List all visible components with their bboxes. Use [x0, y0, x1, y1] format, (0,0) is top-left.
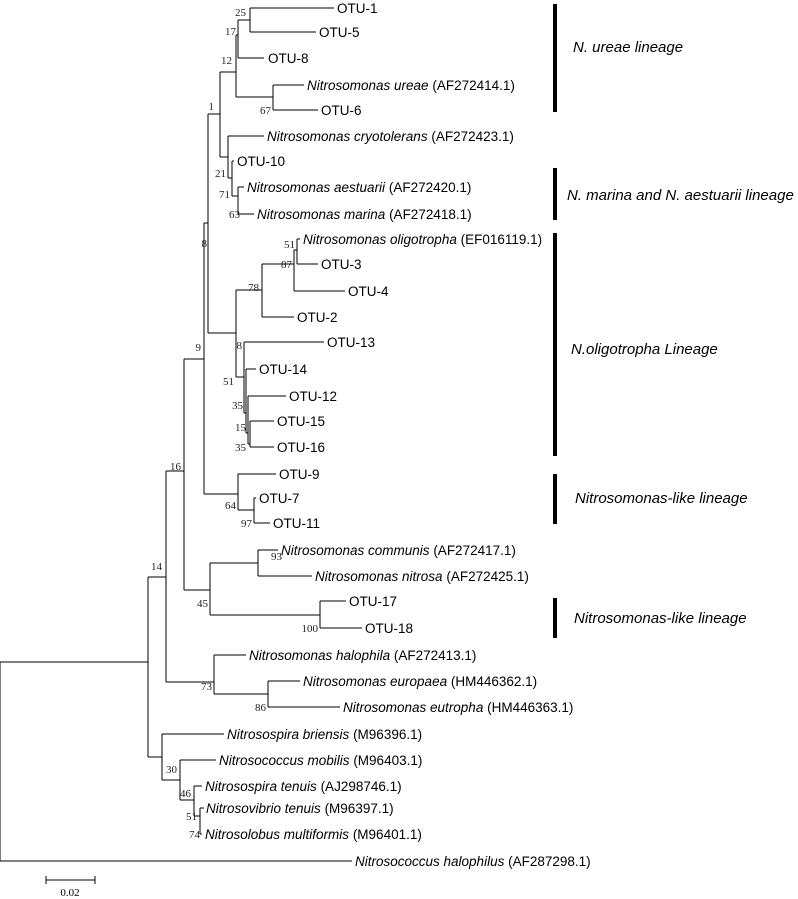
taxon-label: OTU-10	[237, 154, 285, 169]
bootstrap-value: 35	[232, 400, 244, 412]
taxon-label: Nitrosococcus halophilus (AF287298.1)	[355, 854, 591, 869]
bootstrap-value: 87	[281, 259, 293, 271]
taxon-label: OTU-15	[277, 414, 325, 429]
bootstrap-value: 73	[201, 681, 213, 693]
taxon-label: OTU-1	[337, 1, 378, 16]
taxon-label: OTU-16	[277, 440, 325, 455]
taxon-label: Nitrosomonas marina (AF272418.1)	[257, 207, 472, 222]
bootstrap-value: 51	[186, 811, 197, 823]
lineage-brackets: N. ureae lineage N. marina and N. aestua…	[553, 4, 794, 638]
bootstrap-value: 30	[166, 764, 178, 776]
taxon-label: OTU-9	[279, 467, 320, 482]
taxon-label: Nitrosomonas halophila (AF272413.1)	[249, 648, 476, 663]
bootstrap-value: 16	[170, 461, 182, 473]
scale-bar: 0.02	[45, 876, 96, 899]
bootstrap-value: 14	[151, 561, 163, 573]
taxon-label: Nitrosomonas communis (AF272417.1)	[281, 543, 516, 558]
bootstrap-value: 64	[225, 500, 237, 512]
taxon-label: Nitrosococcus mobilis (M96403.1)	[219, 753, 422, 768]
taxon-label: OTU-2	[297, 310, 338, 325]
bootstrap-value: 12	[221, 55, 232, 67]
taxon-label: Nitrosolobus multiformis (M96401.1)	[205, 827, 422, 842]
bootstrap-value: 45	[197, 598, 209, 610]
taxon-labels: OTU-1 OTU-5 OTU-8 Nitrosomonas ureae (AF…	[205, 1, 591, 869]
taxon-label: Nitrosomonas nitrosa (AF272425.1)	[315, 569, 529, 584]
bootstrap-value: 78	[248, 282, 260, 294]
taxon-label: OTU-6	[321, 103, 362, 118]
taxon-label: Nitrosomonas oligotropha (EF016119.1)	[303, 232, 542, 247]
lineage-label: N. ureae lineage	[573, 39, 683, 56]
tree-branches	[0, 7, 362, 862]
bootstrap-value: 35	[235, 442, 247, 454]
taxon-label: OTU-3	[321, 257, 362, 272]
taxon-label: OTU-7	[259, 491, 300, 506]
taxon-label: OTU-5	[319, 25, 360, 40]
taxon-label: OTU-14	[259, 362, 308, 377]
bootstrap-value: 86	[255, 702, 267, 714]
bootstrap-value: 97	[241, 518, 253, 530]
lineage-label: N. marina and N. aestuarii lineage	[567, 187, 794, 204]
bootstrap-value: 46	[180, 788, 192, 800]
taxon-label: Nitrosomonas cryotolerans (AF272423.1)	[267, 129, 514, 144]
bootstrap-value: 8	[202, 238, 208, 250]
taxon-label: Nitrosomonas europaea (HM446362.1)	[303, 674, 537, 689]
lineage-label: N.oligotropha Lineage	[571, 341, 718, 358]
bootstrap-value: 9	[196, 342, 202, 354]
bootstrap-value: 51	[284, 239, 295, 251]
bootstrap-value: 8	[237, 340, 243, 352]
taxon-label: OTU-17	[349, 594, 397, 609]
bootstrap-value: 21	[215, 168, 226, 180]
taxon-label: Nitrosomonas eutropha (HM446363.1)	[343, 700, 573, 715]
bootstrap-value: 17	[225, 26, 237, 38]
taxon-label: Nitrosomonas ureae (AF272414.1)	[307, 78, 515, 93]
taxon-label: Nitrosovibrio tenuis (M96397.1)	[206, 801, 394, 816]
taxon-label: OTU-18	[365, 621, 413, 636]
bootstrap-value: 67	[260, 105, 272, 117]
taxon-label: Nitrosospira tenuis (AJ298746.1)	[205, 779, 402, 794]
taxon-label: Nitrosomonas aestuarii (AF272420.1)	[247, 180, 471, 195]
taxon-label: OTU-13	[327, 335, 375, 350]
taxon-label: Nitrosospira briensis (M96396.1)	[227, 727, 422, 742]
lineage-label: Nitrosomonas-like lineage	[575, 490, 748, 507]
bootstrap-values: 25 17 12 67 1 21 71 63 8 51 87 78 8 51 3…	[151, 7, 319, 841]
bootstrap-value: 93	[271, 551, 283, 563]
bootstrap-value: 51	[223, 376, 234, 388]
lineage-label: Nitrosomonas-like lineage	[574, 610, 747, 627]
taxon-label: OTU-4	[348, 284, 389, 299]
taxon-label: OTU-8	[268, 51, 309, 66]
taxon-label: OTU-11	[273, 516, 320, 531]
bootstrap-value: 25	[235, 7, 247, 19]
bootstrap-value: 63	[229, 209, 241, 221]
bootstrap-value: 1	[209, 101, 215, 113]
bootstrap-value: 100	[302, 623, 319, 635]
taxon-label: OTU-12	[289, 389, 337, 404]
scale-bar-label: 0.02	[60, 887, 79, 899]
bootstrap-value: 74	[189, 829, 201, 841]
bootstrap-value: 15	[235, 422, 247, 434]
bootstrap-value: 71	[219, 189, 230, 201]
